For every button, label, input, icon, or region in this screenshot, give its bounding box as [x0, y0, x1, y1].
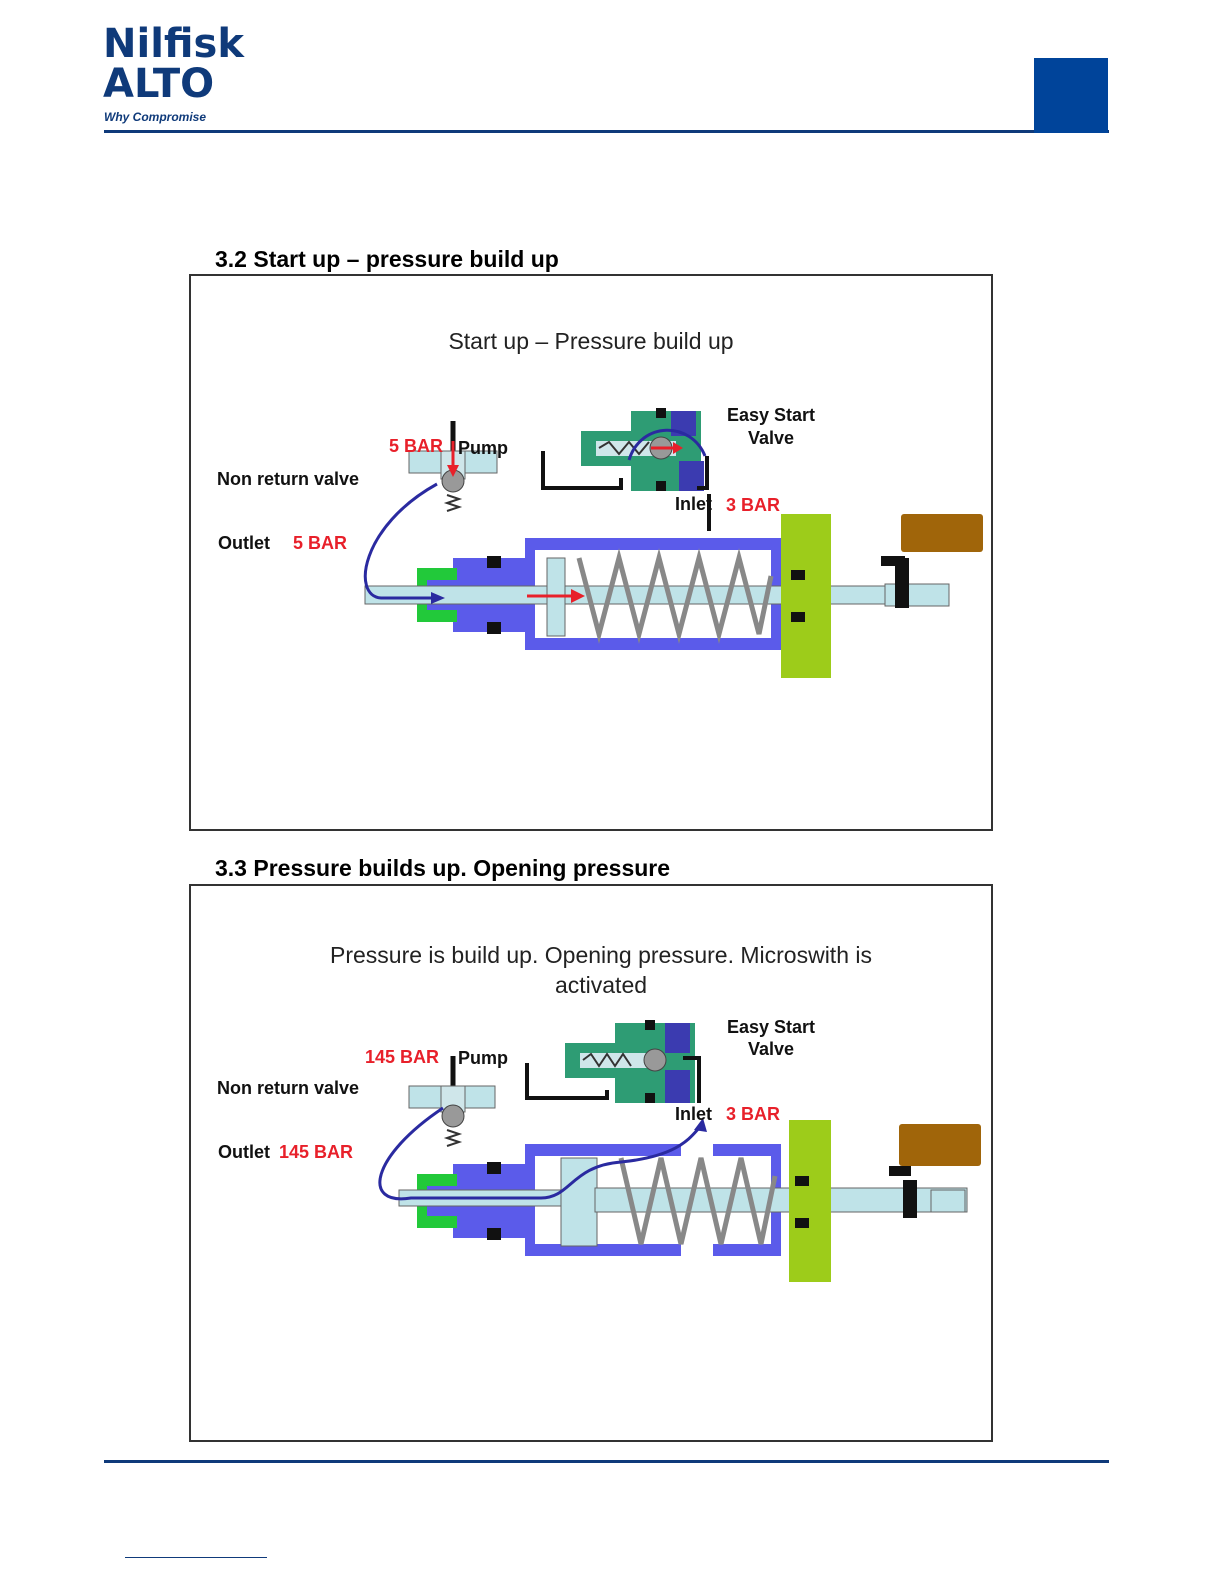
easy-start-valve-label: Easy Start Valve — [727, 1017, 816, 1059]
pump-label: Pump — [458, 438, 509, 458]
outlet-label: Outlet — [218, 533, 270, 553]
footnote-rule — [125, 1557, 267, 1558]
non-return-valve — [408, 421, 498, 512]
inlet-pressure-value: 3 BAR — [726, 495, 781, 515]
footer-rule — [104, 1460, 1109, 1463]
header-rule — [104, 130, 1109, 133]
logo-wordmark-alto: ALTO — [103, 61, 215, 107]
valve-diagram-3-3 — [378, 1020, 981, 1282]
header-corner-box — [1034, 58, 1108, 133]
valve-diagram-3-2 — [363, 408, 983, 678]
diagram-frame-3-2: Start up – Pressure build up — [189, 274, 993, 831]
outlet-pressure-value: 5 BAR — [293, 533, 348, 553]
cylinder-assembly — [363, 482, 983, 678]
inlet-label: Inlet — [675, 494, 713, 514]
non-return-valve — [408, 1056, 496, 1147]
section-heading-3-3: 3.3 Pressure builds up. Opening pressure — [215, 855, 671, 881]
outlet-label: Outlet — [218, 1142, 270, 1162]
inlet-label: Inlet — [675, 1104, 713, 1124]
logo-wordmark-nilfisk: Nilfisk — [103, 21, 244, 67]
easy-start-valve — [525, 1020, 701, 1103]
inlet-pressure-value: 3 BAR — [726, 1104, 781, 1124]
pump-label: Pump — [458, 1048, 509, 1068]
easy-start-valve-label: Easy Start Valve — [727, 405, 816, 448]
cylinder-assembly — [378, 1106, 981, 1282]
section-heading-3-2: 3.2 Start up – pressure build up — [215, 246, 559, 272]
pump-pressure-value: 145 BAR — [365, 1047, 440, 1067]
diagram-frame-3-3: Pressure is build up. Opening pressure. … — [189, 884, 993, 1442]
slide-title-3-2: Start up – Pressure build up — [448, 328, 734, 354]
outlet-pressure-value: 145 BAR — [279, 1142, 354, 1162]
pump-pressure-value: 5 BAR — [389, 436, 444, 456]
easy-start-valve — [541, 408, 711, 531]
logo-tagline: Why Compromise — [104, 110, 207, 124]
slide-title-3-3: Pressure is build up. Opening pressure. … — [329, 942, 872, 998]
non-return-valve-label: Non return valve — [217, 469, 360, 489]
non-return-valve-label: Non return valve — [217, 1078, 360, 1098]
